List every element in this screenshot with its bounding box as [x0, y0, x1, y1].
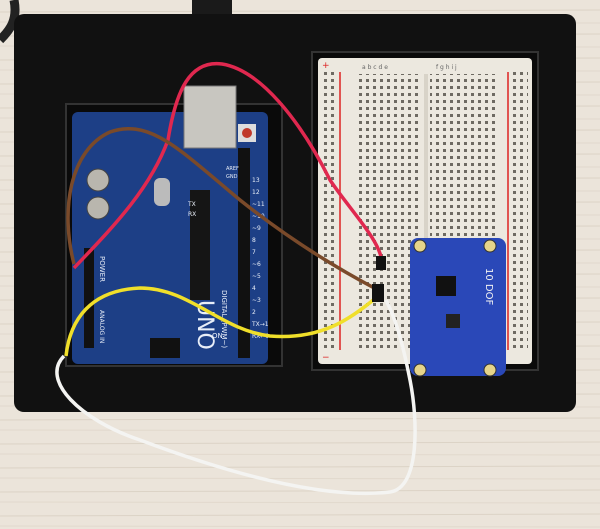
capacitor: [86, 196, 110, 220]
rail-minus-label: −: [322, 353, 330, 363]
power-label: POWER: [98, 256, 106, 282]
tx-label: TX: [187, 201, 196, 208]
bb-letters-left: a b c d e: [362, 64, 388, 71]
on-label: ON: [212, 332, 223, 340]
wire-yellow: [64, 286, 380, 357]
pin-number-label: 4: [252, 285, 256, 292]
pin-number-label: 2: [252, 309, 256, 316]
pin-number-label: 13: [252, 177, 260, 184]
wire-brown: [66, 126, 379, 292]
pin-number-label: ~5: [252, 273, 261, 280]
sensor-label: 10 DOF: [483, 268, 494, 305]
rx-label: RX: [188, 211, 196, 218]
pin-number-label: 7: [252, 249, 256, 256]
pin-number-label: 8: [252, 237, 256, 244]
pin-number-label: ~9: [252, 225, 261, 232]
usb-cable-left: [0, 0, 20, 44]
pin-number-label: ~3: [252, 297, 261, 304]
power-header: [84, 248, 94, 348]
arduino-uno-board: UNO DIGITAL (PWM~) POWER ANALOG IN ON TX…: [72, 85, 269, 364]
pin-number-label: TX→1: [251, 321, 269, 328]
pin-number-label: ~11: [252, 201, 265, 208]
wire-red: [72, 61, 384, 270]
capacitor: [86, 168, 110, 192]
atmega-chip: [190, 190, 210, 300]
pin-number-label: ~6: [252, 261, 261, 268]
analog-label: ANALOG IN: [98, 310, 105, 343]
sensor-board: 10 DOF: [410, 238, 506, 377]
rail-plus-label: +: [322, 61, 330, 71]
gnd-label: GND: [226, 174, 238, 180]
aref-label: AREF: [226, 166, 239, 172]
jumper-end: [376, 256, 386, 270]
pin-number-label: RX←0: [252, 333, 269, 340]
jumper-end: [372, 284, 384, 302]
usb-connector: [183, 85, 237, 149]
wire-white: [55, 299, 417, 496]
bb-letters-right: f g h i j: [436, 64, 457, 71]
pin-number-label: 12: [252, 189, 260, 196]
